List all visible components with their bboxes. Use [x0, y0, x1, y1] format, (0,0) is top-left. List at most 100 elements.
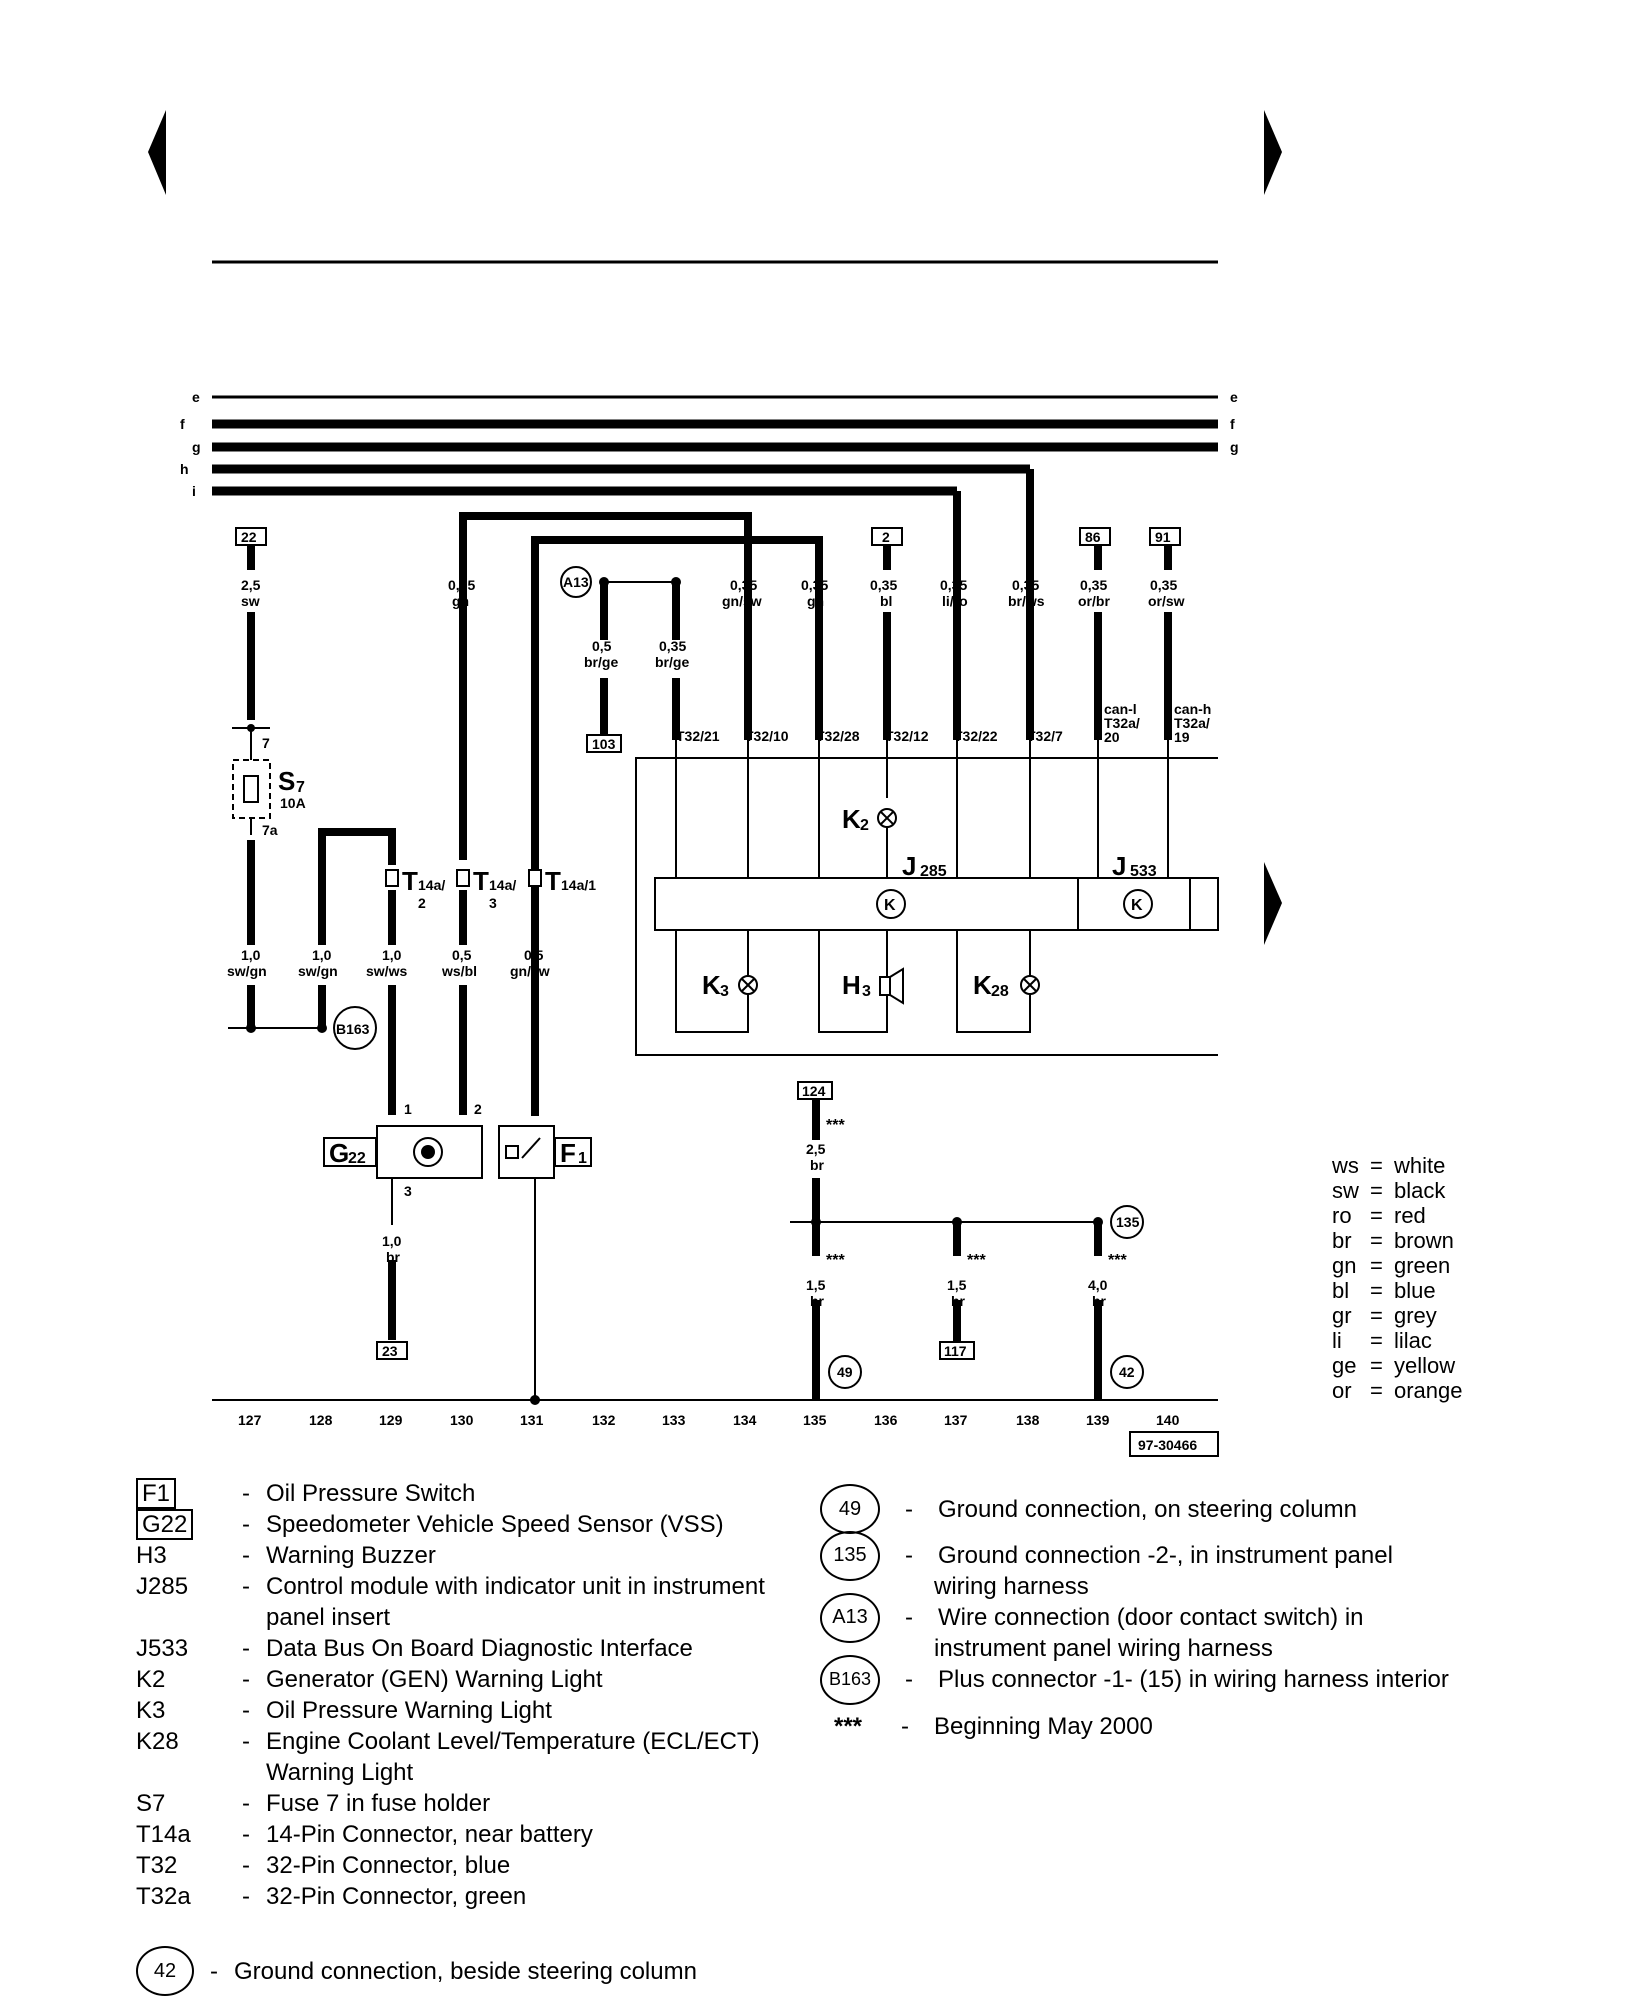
svg-text:42: 42	[1119, 1364, 1135, 1380]
svg-text:sw/gn: sw/gn	[298, 963, 338, 979]
svg-text:0,35: 0,35	[801, 577, 828, 593]
bus-label-h-left: h	[180, 461, 189, 477]
svg-text:22: 22	[348, 1150, 366, 1167]
svg-text:3: 3	[489, 895, 497, 911]
next-page-arrow-icon[interactable]	[1264, 110, 1282, 195]
stars-1: ***	[826, 1117, 845, 1134]
svg-text:7: 7	[262, 735, 270, 751]
svg-text:20: 20	[1104, 729, 1120, 745]
svg-text:T32a/: T32a/	[1104, 715, 1140, 731]
svg-text:gn: gn	[452, 593, 469, 609]
svg-text:2,5: 2,5	[806, 1141, 826, 1157]
top-wires	[247, 545, 1172, 860]
svg-text:28: 28	[991, 983, 1009, 1000]
h3-label: H	[842, 970, 861, 1000]
svg-text:7: 7	[296, 779, 305, 796]
svg-text:3: 3	[720, 983, 729, 1000]
ref-2: 2	[882, 529, 890, 545]
svg-text:7a: 7a	[262, 822, 278, 838]
ref-117: 117	[944, 1343, 967, 1359]
bus-label-f-right: f	[1230, 416, 1235, 432]
svg-text:gn/sw: gn/sw	[510, 963, 550, 979]
svg-text:49: 49	[837, 1364, 853, 1380]
svg-text:or/br: or/br	[1078, 593, 1110, 609]
bus-label-f-left: f	[180, 416, 185, 432]
svg-text:br: br	[810, 1157, 825, 1173]
svg-text:140: 140	[1156, 1412, 1180, 1428]
svg-text:137: 137	[944, 1412, 968, 1428]
svg-text:0,35: 0,35	[1012, 577, 1039, 593]
svg-text:br: br	[386, 1249, 401, 1265]
svg-text:0,35: 0,35	[870, 577, 897, 593]
svg-text:T: T	[545, 866, 561, 896]
svg-text:533: 533	[1130, 863, 1157, 880]
svg-text:T32/21: T32/21	[676, 728, 720, 744]
svg-text:K: K	[884, 897, 896, 914]
legend-left: F1-Oil Pressure Switch G22-Speedometer V…	[136, 1478, 765, 1910]
wire-labels-top: 2,5 sw 0,35 gn 0,35 gn/sw 0,35 gn 0,35 b…	[241, 577, 1185, 670]
svg-text:sw/ws: sw/ws	[366, 963, 407, 979]
svg-text:T32a/: T32a/	[1174, 715, 1210, 731]
svg-text:br: br	[951, 1293, 966, 1309]
svg-text:gn: gn	[807, 593, 824, 609]
svg-text:134: 134	[733, 1412, 757, 1428]
svg-text:0,5: 0,5	[592, 638, 612, 654]
ref-boxes-top: 22 2 86 91	[235, 527, 1181, 546]
ref-86: 86	[1085, 529, 1101, 545]
k2-label: K	[842, 804, 861, 834]
svg-text:bl: bl	[880, 593, 892, 609]
bus-label-g-right: g	[1230, 439, 1239, 455]
svg-text:130: 130	[450, 1412, 474, 1428]
h3-buzzer-icon	[879, 976, 891, 996]
ref-103: 103	[592, 736, 616, 752]
b163-connector	[333, 1006, 377, 1050]
svg-text:139: 139	[1086, 1412, 1110, 1428]
svg-text:2: 2	[418, 895, 426, 911]
svg-text:T32/10: T32/10	[745, 728, 789, 744]
bus-drops	[459, 469, 1034, 1116]
j285-label: J	[902, 851, 916, 881]
svg-text:0,5: 0,5	[524, 947, 544, 963]
svg-text:2: 2	[474, 1101, 482, 1117]
bus-label-e-right: e	[1230, 389, 1238, 405]
t32-pins: T32/21 T32/10 T32/28 T32/12 T32/22 T32/7…	[676, 701, 1211, 745]
svg-text:135: 135	[1116, 1214, 1140, 1230]
svg-text:1,0: 1,0	[382, 947, 402, 963]
stars-2: ***	[826, 1252, 845, 1269]
svg-text:0,35: 0,35	[730, 577, 757, 593]
j285-module-icon	[876, 889, 906, 919]
ref-22: 22	[241, 529, 257, 545]
continue-arrow-icon[interactable]	[1264, 862, 1282, 945]
svg-text:br/ge: br/ge	[584, 654, 618, 670]
svg-text:can-h: can-h	[1174, 701, 1211, 717]
svg-text:T32/7: T32/7	[1027, 728, 1063, 744]
svg-text:2,5: 2,5	[241, 577, 261, 593]
prev-page-arrow-icon[interactable]	[148, 110, 166, 195]
svg-text:3: 3	[404, 1183, 412, 1199]
svg-text:10A: 10A	[280, 795, 306, 811]
svg-text:131: 131	[520, 1412, 544, 1428]
svg-text:285: 285	[920, 863, 947, 880]
svg-text:br: br	[1092, 1293, 1107, 1309]
svg-text:B163: B163	[336, 1021, 370, 1037]
svg-text:136: 136	[874, 1412, 898, 1428]
svg-text:1,0: 1,0	[312, 947, 332, 963]
svg-text:0,35: 0,35	[448, 577, 475, 593]
svg-text:0,35: 0,35	[1080, 577, 1107, 593]
svg-text:3: 3	[862, 983, 871, 1000]
svg-text:sw/gn: sw/gn	[227, 963, 267, 979]
ground-42	[1110, 1355, 1144, 1389]
svg-text:1: 1	[404, 1101, 412, 1117]
bus-label-e-left: e	[192, 389, 200, 405]
svg-text:li/ro: li/ro	[942, 593, 968, 609]
svg-text:1: 1	[578, 1150, 587, 1167]
svg-text:2: 2	[860, 817, 869, 834]
svg-text:T: T	[473, 866, 489, 896]
ref-23: 23	[382, 1343, 398, 1359]
ground-135	[1110, 1205, 1144, 1239]
svg-text:132: 132	[592, 1412, 616, 1428]
svg-text:1,5: 1,5	[806, 1277, 826, 1293]
svg-text:14a/1: 14a/1	[561, 877, 596, 893]
svg-text:gn/sw: gn/sw	[722, 593, 762, 609]
